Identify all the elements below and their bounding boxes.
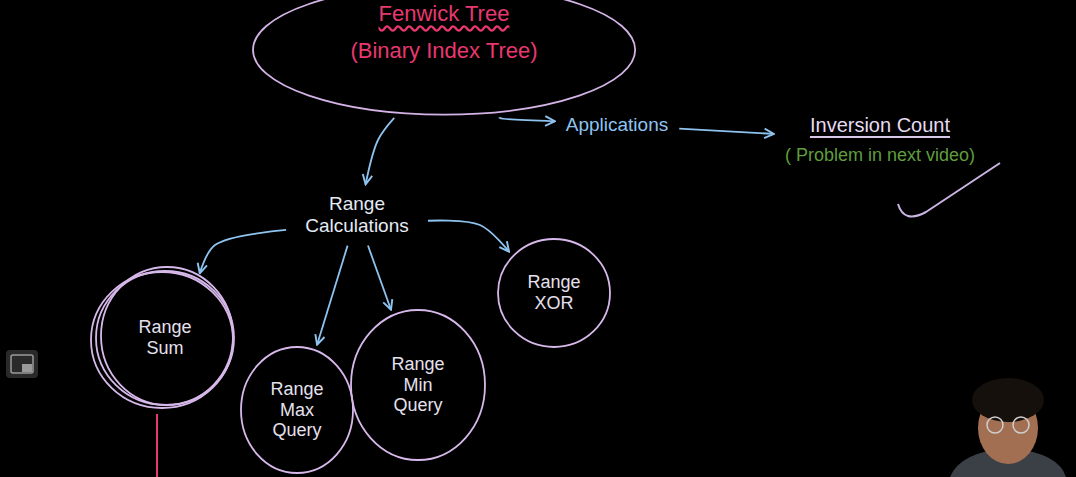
ellipse-ring	[241, 347, 353, 473]
operation-circle: Range Sum	[95, 270, 235, 406]
connector-arrow	[428, 220, 509, 251]
node-content: Range Min Query	[387, 354, 449, 416]
node-content: Range Max Query	[266, 379, 328, 441]
operation-circle: Range XOR	[497, 238, 611, 348]
connector-arrow	[368, 246, 391, 310]
ellipse-ring	[253, 0, 635, 115]
icon-ground	[6, 350, 38, 378]
icon-inset	[22, 364, 32, 372]
node-content: Applications	[566, 114, 668, 136]
ellipse-ring	[351, 310, 485, 460]
node-content: Range Sum	[130, 317, 200, 358]
ellipse-ring	[498, 239, 610, 347]
node-content: Inversion Count ( Problem in next video)	[785, 114, 975, 166]
node-title: Range Sum	[130, 317, 200, 358]
node-title: Range Min Query	[387, 354, 449, 416]
node-content: Range XOR	[523, 272, 585, 313]
connector-arrow	[200, 230, 286, 273]
node-title: Range Calculations	[297, 193, 417, 237]
node-title: Fenwick Tree	[379, 1, 510, 26]
category-label: Range Calculations	[291, 189, 423, 241]
ellipse-ring	[101, 267, 233, 405]
category-label: Applications	[560, 110, 674, 140]
node-content: Range Calculations	[297, 193, 417, 237]
node-title: Applications	[566, 114, 668, 136]
operation-circle: Range Min Query	[350, 309, 486, 461]
connector-arrow	[317, 246, 347, 345]
pip-icon	[6, 350, 38, 378]
pink-stroke	[156, 414, 158, 477]
check-mark	[898, 163, 1000, 217]
connector-arrow	[499, 117, 554, 121]
connector-arrow	[679, 129, 774, 134]
node-title: Range XOR	[523, 272, 585, 313]
icon-frame	[11, 355, 33, 373]
presenter-hair	[972, 378, 1044, 422]
presenter-glasses	[1013, 417, 1029, 433]
node-subtitle: ( Problem in next video)	[785, 145, 975, 166]
node-title: Range Max Query	[266, 379, 328, 441]
operation-circle: Range Max Query	[240, 346, 354, 474]
application-note: Inversion Count ( Problem in next video)	[779, 110, 981, 170]
presenter-glasses	[987, 417, 1003, 433]
root-ellipse: Fenwick Tree (Binary Index Tree)	[252, 0, 636, 116]
node-content: Fenwick Tree (Binary Index Tree)	[350, 1, 537, 64]
node-subtitle: (Binary Index Tree)	[350, 38, 537, 63]
node-title: Inversion Count	[810, 114, 950, 137]
presenter	[950, 378, 1066, 477]
connector-arrow	[366, 118, 395, 184]
